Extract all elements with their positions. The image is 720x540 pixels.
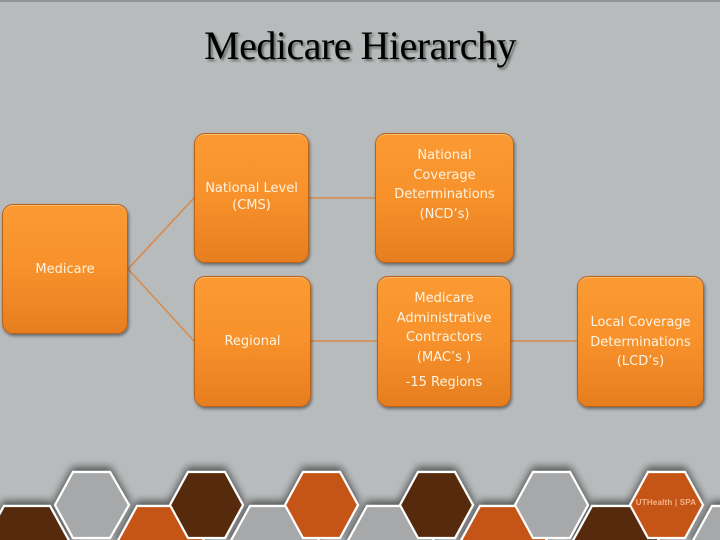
hexagon-gray — [53, 470, 131, 540]
node-national-level[interactable]: National Level (CMS) — [194, 133, 309, 263]
brand-logo-text: UTHealth | SPA — [635, 498, 697, 507]
node-label: (CMS) — [232, 198, 271, 213]
node-mac[interactable]: Medicare Administrative Contractors (MAC… — [377, 276, 511, 407]
node-label: Determinations — [590, 334, 691, 350]
node-regional[interactable]: Regional — [194, 276, 311, 407]
node-label: Contractors — [406, 330, 482, 345]
hexagon-orange — [283, 470, 360, 540]
node-label: (MAC’s ) — [416, 349, 472, 365]
node-label: Coverage — [413, 167, 476, 183]
hexagon-gray — [513, 470, 590, 540]
node-label: Administrative — [396, 310, 492, 326]
slide-title: Medicare Hierarchy — [204, 23, 516, 68]
node-lcd[interactable]: Local Coverage Determinations (LCD’s) — [577, 276, 704, 407]
node-ncd[interactable]: National Coverage Determinations (NCD’s) — [375, 133, 514, 263]
hexagon-brown — [398, 470, 475, 540]
node-medicare[interactable]: Medicare — [2, 204, 128, 334]
hexagon-brown — [0, 504, 70, 540]
hexagon-brown — [168, 470, 245, 540]
node-label: Regional — [224, 334, 281, 349]
node-label: Determinations — [394, 187, 495, 202]
hexagon-gray — [692, 504, 720, 540]
node-label: Medicare — [35, 261, 95, 277]
node-label: Local Coverage — [590, 315, 691, 330]
node-label: (LCD’s) — [616, 354, 665, 369]
node-sublabel: -15 Regions — [405, 375, 483, 390]
connector-medicare-regional — [127, 268, 195, 342]
node-label: National — [417, 148, 472, 163]
hexagon-orange-brand — [628, 470, 705, 540]
node-label: (NCD’s) — [419, 206, 470, 222]
node-label: Medicare — [414, 291, 474, 306]
node-label: National Level — [205, 181, 298, 196]
top-rule — [0, 0, 720, 2]
connector-medicare-national — [127, 197, 195, 270]
